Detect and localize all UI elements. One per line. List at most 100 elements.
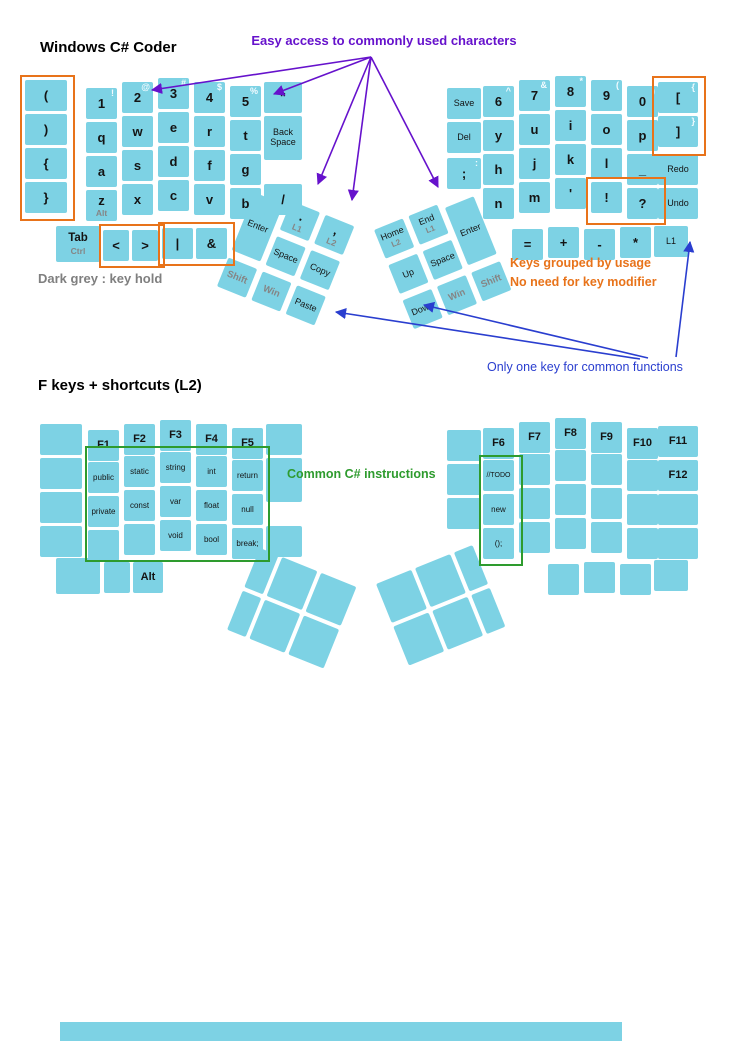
highlight-box-parens	[20, 75, 75, 221]
key-del: Del	[447, 122, 481, 153]
key-e: e	[158, 112, 189, 143]
key-f10: F10	[627, 428, 658, 459]
key-3: #3	[158, 78, 189, 109]
key-a: a	[86, 156, 117, 187]
key-blank	[447, 464, 481, 495]
key-comma: ,L2	[313, 214, 355, 256]
key-blank	[40, 458, 82, 489]
key-less-than: <	[103, 230, 129, 261]
key-blank	[124, 524, 155, 555]
purple-arrow-to-comma-key	[347, 56, 372, 202]
key-l1: L1	[654, 226, 688, 257]
key-blank	[519, 522, 550, 553]
blue-arrow-to-paste-key	[334, 308, 641, 360]
key-int: int	[196, 456, 227, 487]
annotation-grouped-line2: No need for key modifier	[510, 275, 657, 290]
key-quote: "	[264, 82, 302, 113]
key-blank	[266, 424, 302, 455]
highlight-box-cs-keywords-right	[479, 455, 523, 566]
key-float: float	[196, 490, 227, 521]
key-8: *8	[555, 76, 586, 107]
key-paren-close: )	[25, 114, 67, 145]
annotation-key-hold: Dark grey : key hold	[38, 271, 163, 286]
key-k: k	[555, 144, 586, 175]
key-blank	[658, 494, 698, 525]
key-d: d	[158, 146, 189, 177]
annotation-one-key: Only one key for common functions	[487, 360, 683, 374]
key-equals: =	[512, 229, 543, 260]
key-f6: F6	[483, 428, 514, 459]
key-blank	[519, 488, 550, 519]
key-blank	[266, 458, 302, 502]
key-f4: F4	[196, 424, 227, 455]
key-public: public	[88, 462, 119, 493]
key-space-right: Space	[422, 239, 463, 281]
key-shift-right: Shift	[471, 261, 512, 302]
key-greater-than: >	[132, 230, 158, 261]
annotation-common-cs: Common C# instructions	[287, 467, 436, 481]
key-break: break;	[232, 528, 263, 559]
key-blank	[627, 528, 658, 559]
key-m: m	[519, 182, 550, 213]
key-blank	[620, 564, 651, 595]
blue-arrow-to-l1-key	[675, 240, 695, 358]
purple-arrow-to-right-thumb	[370, 56, 439, 188]
key-f1: F1	[88, 430, 119, 461]
key-5: %5	[230, 86, 261, 117]
key-slash: /	[264, 184, 302, 215]
annotation-grouped-line1: Keys grouped by usage	[510, 256, 652, 270]
key-blank	[555, 518, 586, 549]
key-return: return	[232, 460, 263, 491]
key-const: const	[124, 490, 155, 521]
key-string: string	[160, 452, 191, 483]
key-bracket-close: }]	[658, 116, 698, 147]
key-alt: Alt	[133, 562, 163, 593]
key-null: null	[232, 494, 263, 525]
key-blank	[104, 562, 130, 593]
key-j: j	[519, 148, 550, 179]
key-save: Save	[447, 88, 481, 119]
key-space-left: Space	[265, 236, 306, 277]
next-section-bar	[60, 1022, 622, 1041]
key-r: r	[194, 116, 225, 147]
key-copy: Copy	[299, 249, 341, 291]
key-blank	[56, 558, 100, 594]
key-blank	[548, 564, 579, 595]
key-f9: F9	[591, 422, 622, 453]
key-blank	[591, 488, 622, 519]
key-f: f	[194, 150, 225, 181]
key-backspace: Back Space	[264, 116, 302, 160]
key-h: h	[483, 154, 514, 185]
annotation-grouped: Keys grouped by usage No need for key mo…	[510, 254, 657, 293]
blue-arrow-to-down-key	[422, 301, 649, 359]
key-blank	[447, 498, 481, 529]
key-blank	[40, 492, 82, 523]
key-g: g	[230, 154, 261, 185]
highlight-box-brackets	[652, 76, 706, 156]
key-w: w	[122, 116, 153, 147]
key-win-left: Win	[251, 271, 292, 312]
key-blank	[584, 562, 615, 593]
key-blank	[555, 484, 586, 515]
key-semicolon: :;	[447, 158, 481, 189]
highlight-box-pipe-amp	[158, 222, 235, 266]
key-o: o	[591, 114, 622, 145]
key-x: x	[122, 184, 153, 215]
key-new: new	[483, 494, 514, 525]
key-blank	[266, 526, 302, 557]
key-question: ?	[627, 188, 658, 219]
key-down: Down	[402, 288, 443, 330]
key-underscore: _	[627, 154, 658, 185]
highlight-box-exclaim-question	[586, 177, 666, 225]
key-b: b	[230, 188, 261, 219]
key-blank	[88, 530, 119, 561]
key-blank	[627, 494, 658, 525]
key-up: Up	[388, 253, 429, 294]
purple-arrow-to-period-key	[316, 56, 372, 186]
key-private: private	[88, 496, 119, 527]
key-void: void	[160, 520, 191, 551]
